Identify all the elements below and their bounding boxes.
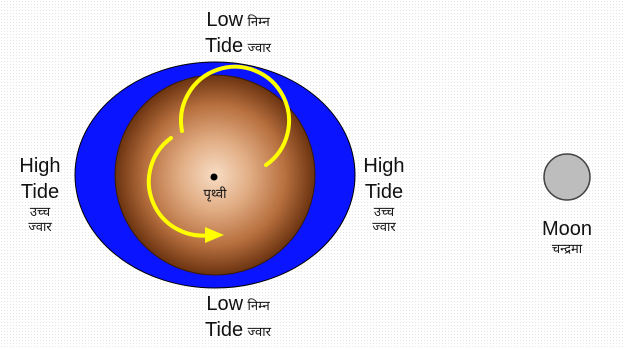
low-tide-top-line2-hi: ज्वार: [248, 41, 271, 56]
moon: [544, 154, 590, 200]
high-tide-left-label: High Tide उच्च ज्वार: [8, 156, 72, 234]
low-tide-bottom-line1-en: Low: [206, 293, 243, 315]
low-tide-bottom-line2-hi: ज्वार: [248, 325, 271, 340]
high-tide-right-hi2: ज्वार: [352, 221, 416, 234]
earth-label: पृथ्वी: [190, 188, 240, 201]
low-tide-top-label: Low निम्न Tide ज्वार: [178, 10, 298, 56]
high-tide-left-hi1: उच्च: [8, 206, 72, 219]
low-tide-top-line1-en: Low: [206, 9, 243, 31]
center-dot: [211, 174, 218, 181]
low-tide-bottom-line2-en: Tide: [205, 319, 243, 341]
high-tide-left-line1: High: [8, 156, 72, 176]
high-tide-right-line2: Tide: [352, 182, 416, 202]
low-tide-bottom-line1-hi: निम्न: [247, 299, 269, 314]
high-tide-left-hi2: ज्वार: [8, 221, 72, 234]
high-tide-right-hi1: उच्च: [352, 206, 416, 219]
low-tide-top-line1-hi: निम्न: [247, 15, 269, 30]
high-tide-left-line2: Tide: [8, 182, 72, 202]
high-tide-right-label: High Tide उच्च ज्वार: [352, 156, 416, 234]
moon-label-en: Moon: [527, 219, 607, 239]
moon-label: Moon चन्द्रमा: [527, 219, 607, 256]
low-tide-bottom-label: Low निम्न Tide ज्वार: [178, 294, 298, 340]
moon-label-hi: चन्द्रमा: [527, 243, 607, 256]
low-tide-top-line2-en: Tide: [205, 35, 243, 57]
high-tide-right-line1: High: [352, 156, 416, 176]
